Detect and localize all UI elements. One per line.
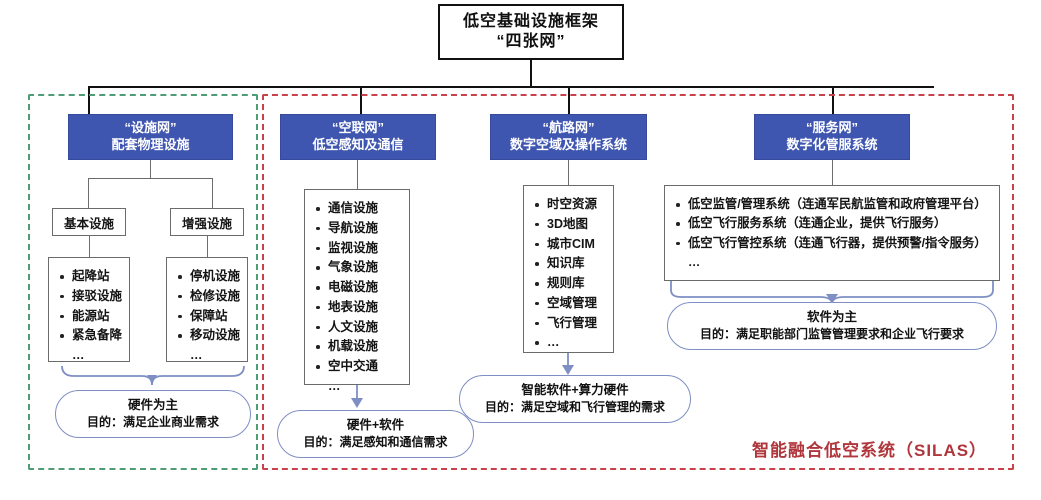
column-header-line-2: 数字空域及操作系统 bbox=[509, 137, 627, 152]
diagram-title-line-2: “四张网” bbox=[496, 33, 566, 50]
diagram-title-box: 低空基础设施框架 “四张网” bbox=[438, 4, 624, 60]
column-header-line-2: 低空感知及通信 bbox=[312, 137, 404, 152]
subgroup-caption-basic-label: 基本设施 bbox=[63, 216, 114, 231]
subgroup-caption-enhanced-label: 增强设施 bbox=[181, 216, 232, 231]
enhanced-stem bbox=[207, 236, 209, 258]
list-item: 时空资源 bbox=[534, 195, 605, 215]
list-air-route-items[interactable]: 时空资源 3D地图 城市CIM 知识库 规则库 空域管理 飞行管理 … bbox=[523, 185, 614, 353]
list-item-ellipsis: … bbox=[688, 255, 702, 270]
silas-label: 智能融合低空系统（SILAS） bbox=[752, 441, 988, 460]
column-header-line-1: “服务网” bbox=[805, 120, 858, 136]
list-basic-facilities[interactable]: 起降站 接驳设施 能源站 紧急备降 … bbox=[48, 257, 130, 362]
list-air-link-items[interactable]: 通信设施 导航设施 监视设施 气象设施 电磁设施 地表设施 人文设施 机载设施 … bbox=[304, 189, 410, 393]
list-item: 接驳设施 bbox=[59, 287, 122, 307]
list-service-items[interactable]: 低空监管/管理系统（连通军民航监管和政府管理平台） 低空飞行服务系统（连通企业，… bbox=[664, 185, 1000, 281]
air-route-stem bbox=[568, 160, 570, 186]
list-item: 空域管理 bbox=[534, 294, 605, 314]
branch-connector-1 bbox=[88, 86, 90, 116]
air-link-stem bbox=[357, 160, 359, 190]
summary-title: 硬件为主 bbox=[127, 398, 178, 413]
list-item: 保障站 bbox=[177, 307, 239, 327]
list-item: 3D地图 bbox=[534, 215, 605, 235]
column-header-line-2: 配套物理设施 bbox=[111, 137, 190, 152]
summary-pill-air-route[interactable]: 智能软件+算力硬件 目的：满足空域和飞行管理的需求 bbox=[459, 375, 691, 423]
summary-pill-facility[interactable]: 硬件为主 目的：满足企业商业需求 bbox=[55, 390, 251, 438]
column-header-line-1: “空联网” bbox=[331, 120, 384, 136]
column-header-line-1: “航路网” bbox=[542, 120, 595, 136]
list-item: 低空飞行管控系统（连通飞行器，提供预警/指令服务） bbox=[675, 234, 991, 253]
branch-connector-3 bbox=[568, 86, 570, 116]
list-item: 紧急备降 bbox=[59, 326, 122, 346]
list-item: 地表设施 bbox=[315, 298, 401, 318]
column-header-service-net[interactable]: “服务网” 数字化管服系统 bbox=[754, 114, 910, 160]
list-item: 气象设施 bbox=[315, 258, 401, 278]
branch-connector-4 bbox=[832, 86, 834, 116]
summary-title: 软件为主 bbox=[806, 310, 857, 325]
title-stem-connector bbox=[530, 60, 532, 87]
summary-subtitle: 目的：满足空域和飞行管理的需求 bbox=[484, 400, 665, 415]
summary-subtitle: 目的：满足企业商业需求 bbox=[86, 415, 219, 430]
summary-pill-air-link[interactable]: 硬件+软件 目的：满足感知和通信需求 bbox=[277, 410, 474, 458]
facility-region-outline bbox=[28, 94, 258, 470]
list-item: 飞行管理 bbox=[534, 314, 605, 334]
list-item-ellipsis: … bbox=[328, 378, 342, 393]
facility-split-left bbox=[88, 178, 90, 208]
list-item: 人文设施 bbox=[315, 318, 401, 338]
summary-pill-service[interactable]: 软件为主 目的：满足职能部门监管管理要求和企业飞行要求 bbox=[667, 302, 997, 350]
list-item: 机载设施 bbox=[315, 337, 401, 357]
facility-split-right bbox=[212, 178, 214, 208]
list-enhanced-facilities[interactable]: 停机设施 检修设施 保障站 移动设施 … bbox=[166, 257, 248, 362]
branch-connector-2 bbox=[360, 86, 362, 116]
basic-stem bbox=[89, 236, 91, 258]
list-item-ellipsis: … bbox=[72, 348, 86, 362]
list-item: 停机设施 bbox=[177, 267, 240, 287]
list-item: 导航设施 bbox=[315, 219, 401, 239]
subgroup-caption-basic[interactable]: 基本设施 bbox=[52, 208, 126, 236]
column-header-air-route-net[interactable]: “航路网” 数字空域及操作系统 bbox=[490, 114, 647, 160]
list-item-ellipsis: … bbox=[534, 333, 605, 353]
top-bus-connector bbox=[88, 86, 934, 88]
list-item: 低空飞行服务系统（连通企业，提供飞行服务） bbox=[675, 214, 991, 233]
column-header-line-2: 数字化管服系统 bbox=[786, 137, 878, 152]
list-item: 城市CIM bbox=[534, 235, 605, 255]
column-header-facility-net[interactable]: “设施网” 配套物理设施 bbox=[68, 114, 233, 160]
list-item: 能源站 bbox=[59, 307, 121, 327]
service-stem bbox=[832, 160, 834, 186]
list-item: 通信设施 bbox=[315, 199, 401, 219]
column-header-air-link-net[interactable]: “空联网” 低空感知及通信 bbox=[280, 114, 436, 160]
silas-region-outline bbox=[262, 94, 1014, 470]
subgroup-caption-enhanced[interactable]: 增强设施 bbox=[170, 208, 244, 236]
list-item: 知识库 bbox=[534, 254, 605, 274]
list-item: 起降站 bbox=[59, 267, 121, 287]
summary-title: 硬件+软件 bbox=[346, 418, 405, 433]
list-item: 监视设施 bbox=[315, 239, 401, 259]
summary-title: 智能软件+算力硬件 bbox=[521, 383, 629, 398]
list-item: 电磁设施 bbox=[315, 278, 401, 298]
facility-split-stem bbox=[150, 160, 152, 179]
list-item: 空中交通 bbox=[315, 357, 401, 377]
list-item: 检修设施 bbox=[177, 287, 240, 307]
summary-subtitle: 目的：满足感知和通信需求 bbox=[303, 435, 448, 450]
list-item: 移动设施 bbox=[177, 326, 240, 346]
summary-subtitle: 目的：满足职能部门监管管理要求和企业飞行要求 bbox=[699, 327, 964, 342]
list-item: 规则库 bbox=[534, 274, 605, 294]
list-item-ellipsis: … bbox=[190, 348, 204, 362]
facility-split-bus bbox=[88, 178, 212, 180]
diagram-title-line-1: 低空基础设施框架 bbox=[462, 12, 599, 30]
column-header-line-1: “设施网” bbox=[124, 120, 177, 136]
list-item: 低空监管/管理系统（连通军民航监管和政府管理平台） bbox=[675, 195, 991, 214]
